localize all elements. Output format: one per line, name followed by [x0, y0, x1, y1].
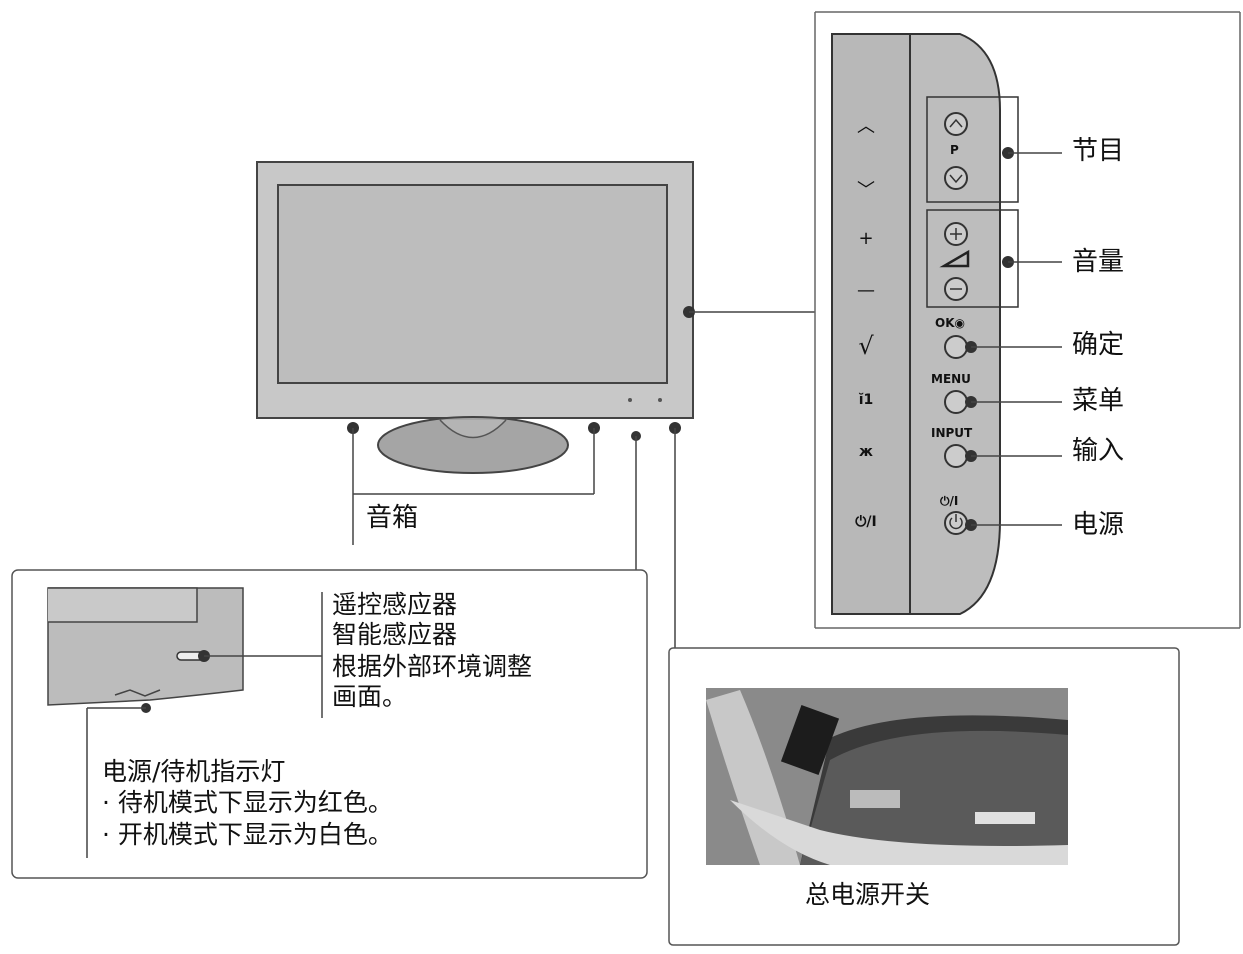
- program-group-box: [926, 96, 1019, 203]
- volume-label: 音量: [1072, 247, 1125, 277]
- side-panel-box: [814, 11, 1241, 629]
- speaker-label: 音箱: [366, 503, 419, 533]
- tv-screen: [277, 184, 668, 384]
- p-button-label: P: [950, 143, 959, 157]
- ok-button-label: OK◉: [935, 316, 965, 330]
- side-minus-symbol: —: [857, 280, 875, 301]
- indicator-standby: · 待机模式下显示为红色。: [102, 788, 393, 817]
- side-menu-symbol: ĭ1: [858, 392, 874, 408]
- side-down-symbol: ﹀: [857, 180, 875, 201]
- tv-stand-neck: [439, 419, 507, 439]
- side-check-symbol: √: [858, 332, 874, 360]
- input-button[interactable]: [944, 444, 968, 468]
- sensor-line-1: 遥控感应器: [332, 590, 458, 619]
- sensor-line-3: 根据外部环境调整: [332, 652, 533, 681]
- main-power-switch-label: 总电源开关: [805, 880, 931, 909]
- menu-button-label: MENU: [931, 372, 971, 386]
- input-label: 输入: [1072, 436, 1125, 466]
- side-plus-symbol: +: [858, 228, 874, 249]
- tv-stand: [377, 416, 569, 474]
- main-switch-box: [668, 647, 1180, 946]
- tv-set: [256, 161, 694, 474]
- power-button-label: ⏻/I: [940, 494, 959, 508]
- sensor-line-4: 画面。: [332, 682, 408, 711]
- indicator-on: · 开机模式下显示为白色。: [102, 820, 393, 849]
- volume-group-box: [926, 209, 1019, 308]
- input-button-label: INPUT: [931, 426, 973, 440]
- power-label: 电源: [1072, 510, 1125, 540]
- side-panel-strip: [831, 33, 911, 615]
- side-panel-curve: [909, 33, 1001, 615]
- sensor-line-2: 智能感应器: [332, 620, 458, 649]
- side-input-symbol: ж: [859, 444, 873, 460]
- side-power-symbol: ⏻/I: [855, 514, 877, 530]
- program-down-button[interactable]: [944, 166, 968, 190]
- side-up-symbol: ︿: [857, 116, 875, 137]
- ok-button[interactable]: [944, 335, 968, 359]
- ok-label: 确定: [1072, 330, 1125, 360]
- program-label: 节目: [1072, 136, 1125, 166]
- menu-label: 菜单: [1072, 386, 1125, 416]
- indicator-title: 电源/待机指示灯: [102, 757, 286, 786]
- volume-ramp-icon: [939, 249, 970, 268]
- program-up-button[interactable]: [944, 112, 968, 136]
- menu-button[interactable]: [944, 390, 968, 414]
- sensor-detail-box: [11, 569, 648, 879]
